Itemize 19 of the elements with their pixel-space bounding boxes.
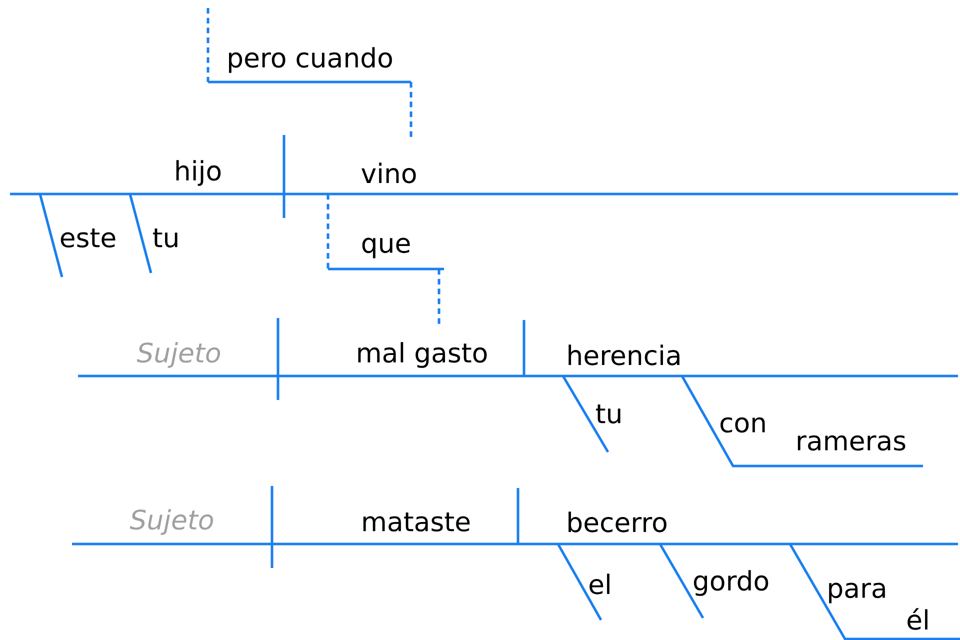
word-label: con [720, 417, 765, 433]
word-label: para [829, 582, 885, 604]
placeholder-label: Sujeto [130, 509, 214, 535]
word-label: herencia [568, 344, 680, 366]
word-label: hijo [176, 160, 221, 186]
word-label: pero cuando [229, 47, 392, 73]
word-label: gordo [694, 570, 768, 596]
word-label: rameras [798, 435, 906, 451]
word-label: el [590, 574, 610, 594]
word-label: tu [596, 404, 620, 424]
word-label: becerro [568, 512, 666, 532]
placeholder-label: Sujeto [136, 342, 220, 368]
word-label: él [908, 608, 928, 630]
word-label: que [362, 238, 410, 258]
word-label: este [60, 228, 116, 248]
word-label: vino [362, 162, 416, 184]
word-label: tu [153, 228, 178, 248]
word-label: mal gasto [358, 342, 487, 368]
word-label: mataste [363, 512, 470, 532]
